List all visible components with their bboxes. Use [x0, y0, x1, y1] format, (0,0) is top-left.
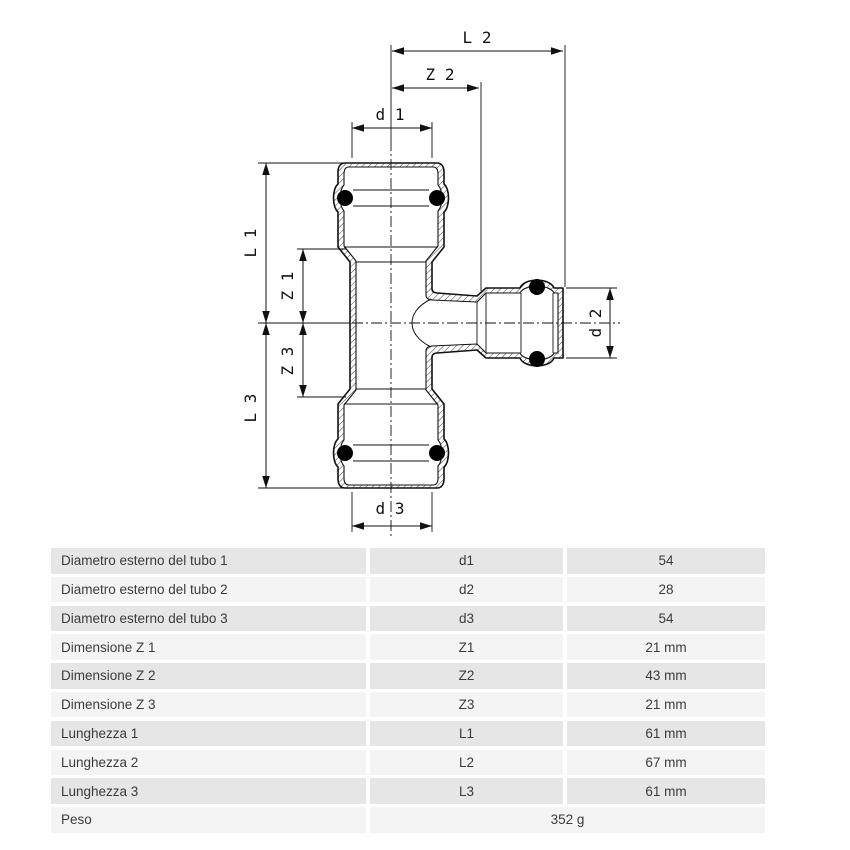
o-ring-seals	[337, 190, 545, 461]
dim-label-Z2: Z 2	[426, 65, 455, 84]
fitting-diagram: L 2 Z 2 d 1 d 3 L 1 Z 1 Z 3 L 3 d 2	[241, 28, 620, 538]
spec-symbol: d2	[370, 576, 563, 603]
table-row: Lunghezza 2 L2 67 mm	[51, 749, 765, 776]
spec-value: 21 mm	[567, 634, 765, 660]
dim-label-d3: d 3	[376, 499, 405, 518]
table-row: Lunghezza 3 L3 61 mm	[51, 778, 765, 804]
dim-label-L3: L 3	[241, 394, 260, 423]
spec-symbol: Z1	[370, 634, 563, 660]
spec-table: Diametro esterno del tubo 1 d1 54 Diamet…	[51, 548, 765, 836]
table-row: Diametro esterno del tubo 2 d2 28	[51, 576, 765, 603]
dim-label-d1: d 1	[376, 105, 405, 124]
spec-label: Lunghezza 3	[51, 778, 366, 804]
spec-label: Diametro esterno del tubo 1	[51, 548, 366, 574]
spec-value: 43 mm	[567, 663, 765, 689]
fitting-outer-contour	[332, 162, 564, 489]
spec-label: Dimensione Z 1	[51, 634, 366, 660]
table-row: Diametro esterno del tubo 1 d1 54	[51, 548, 765, 574]
spec-label: Lunghezza 1	[51, 720, 366, 747]
spec-value: 67 mm	[567, 749, 765, 776]
dim-label-L1: L 1	[241, 229, 260, 258]
spec-symbol: Z3	[370, 691, 563, 718]
table-row: Dimensione Z 2 Z2 43 mm	[51, 663, 765, 689]
spec-value: 352 g	[370, 807, 765, 833]
spec-label: Lunghezza 2	[51, 749, 366, 776]
spec-value: 28	[567, 576, 765, 603]
dim-label-d2: d 2	[586, 309, 605, 338]
dim-label-Z3: Z 3	[278, 347, 297, 376]
spec-label: Diametro esterno del tubo 2	[51, 576, 366, 603]
spec-symbol: d1	[370, 548, 563, 574]
dim-label-L2: L 2	[463, 28, 492, 47]
table-row-weight: Peso 352 g	[51, 807, 765, 833]
spec-value: 61 mm	[567, 720, 765, 747]
spec-symbol: L2	[370, 749, 563, 776]
table-row: Diametro esterno del tubo 3 d3 54	[51, 605, 765, 632]
spec-symbol: Z2	[370, 663, 563, 689]
section-transition-lines	[344, 189, 554, 462]
spec-symbol: L3	[370, 778, 563, 804]
spec-value: 54	[567, 548, 765, 574]
spec-label: Peso	[51, 807, 366, 833]
dim-label-Z1: Z 1	[278, 272, 297, 301]
fitting-wall-hatch	[333, 163, 563, 488]
spec-value: 54	[567, 605, 765, 632]
dimension-arrows	[262, 47, 614, 530]
spec-symbol: L1	[370, 720, 563, 747]
spec-symbol: d3	[370, 605, 563, 632]
table-row: Dimensione Z 1 Z1 21 mm	[51, 634, 765, 660]
table-row: Lunghezza 1 L1 61 mm	[51, 720, 765, 747]
fitting-bore-contour	[339, 166, 559, 486]
spec-label: Dimensione Z 3	[51, 691, 366, 718]
spec-label: Dimensione Z 2	[51, 663, 366, 689]
extension-lines	[258, 45, 617, 532]
spec-label: Diametro esterno del tubo 3	[51, 605, 366, 632]
table-row: Dimensione Z 3 Z3 21 mm	[51, 691, 765, 718]
centerlines	[352, 45, 620, 538]
spec-value: 61 mm	[567, 778, 765, 804]
spec-value: 21 mm	[567, 691, 765, 718]
